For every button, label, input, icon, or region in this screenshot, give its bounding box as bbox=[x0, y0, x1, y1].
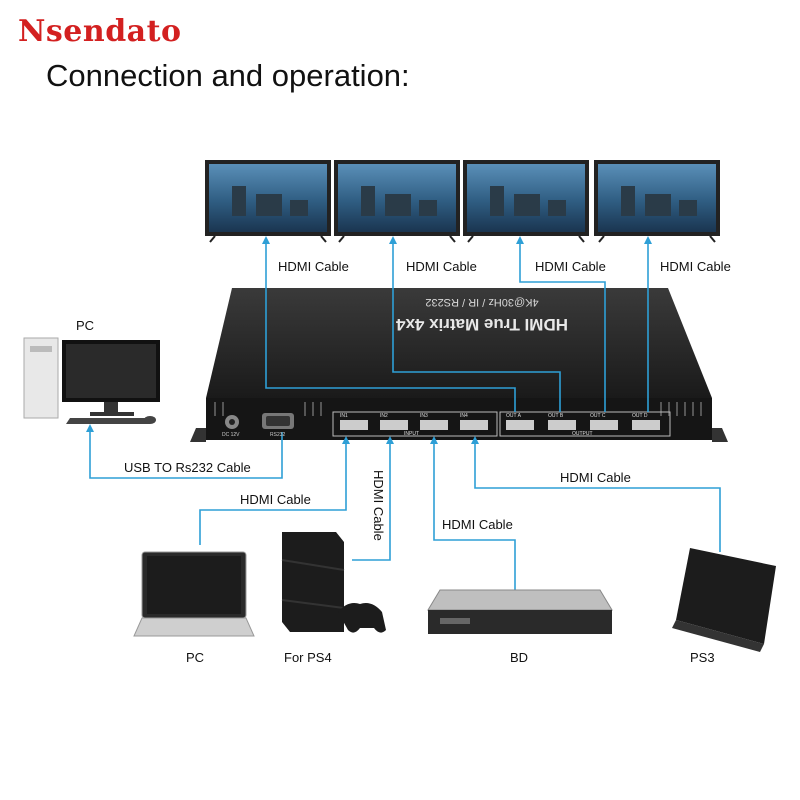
cable-label-out-b: HDMI Cable bbox=[406, 259, 477, 274]
tv-out-a bbox=[205, 160, 331, 243]
device-label-ps3: PS3 bbox=[690, 650, 715, 665]
cable-label-out-a: HDMI Cable bbox=[278, 259, 349, 274]
output-port-label-b: OUT B bbox=[548, 413, 564, 419]
device-label-ps4: For PS4 bbox=[284, 650, 332, 665]
output-group-label: OUTPUT bbox=[572, 431, 593, 437]
cable-label-out-c: HDMI Cable bbox=[535, 259, 606, 274]
input-port-label-2: IN2 bbox=[380, 413, 388, 419]
input-port-label-3: IN3 bbox=[420, 413, 428, 419]
dc-port-label: DC 12V bbox=[222, 432, 240, 438]
cable-out-b bbox=[389, 236, 561, 412]
input-port-label-1: IN1 bbox=[340, 413, 348, 419]
rs232-port-label: RS232 bbox=[270, 432, 286, 438]
input-group-label: INPUT bbox=[404, 431, 419, 437]
cable-label-in-ps3: HDMI Cable bbox=[560, 470, 631, 485]
cable-out-c bbox=[516, 236, 606, 412]
cable-label-out-d: HDMI Cable bbox=[660, 259, 731, 274]
tv-out-b bbox=[334, 160, 460, 243]
output-port-label-a: OUT A bbox=[506, 413, 521, 419]
cable-in-ps3 bbox=[471, 436, 721, 552]
device-label-bd: BD bbox=[510, 650, 529, 665]
device-label-pc-laptop: PC bbox=[186, 650, 205, 665]
cable-in-bd bbox=[430, 436, 516, 592]
ps4-console bbox=[281, 532, 386, 633]
cable-in-ps4 bbox=[352, 436, 394, 561]
cable-label-in-bd: HDMI Cable bbox=[442, 517, 513, 532]
tv-out-d bbox=[594, 160, 720, 243]
cable-label-usb-rs232: USB TO Rs232 Cable bbox=[124, 460, 251, 475]
bd-player bbox=[427, 589, 613, 634]
input-port-label-4: IN4 bbox=[460, 413, 468, 419]
brand-logo: Nsendato bbox=[18, 14, 182, 49]
tv-out-c bbox=[463, 160, 589, 243]
cable-label-in-pc: HDMI Cable bbox=[240, 492, 311, 507]
laptop-pc bbox=[133, 551, 255, 637]
matrix-subtitle: 4K@30Hz / IR / RS232 bbox=[425, 296, 539, 308]
matrix-title: HDMI True Matrix 4x4 bbox=[396, 315, 568, 334]
cable-out-a bbox=[262, 236, 516, 412]
ps3-console bbox=[672, 548, 776, 652]
output-port-label-c: OUT C bbox=[590, 413, 606, 419]
cable-in-pc bbox=[199, 436, 350, 545]
output-port-label-d: OUT D bbox=[632, 413, 648, 419]
desktop-pc bbox=[23, 337, 160, 424]
device-label-pc-top: PC bbox=[76, 318, 95, 333]
cable-label-in-ps4: HDMI Cable bbox=[371, 470, 386, 541]
hdmi-matrix-device bbox=[190, 288, 728, 442]
page-title: Connection and operation: bbox=[46, 58, 410, 93]
cable-usb-rs232 bbox=[86, 424, 283, 479]
